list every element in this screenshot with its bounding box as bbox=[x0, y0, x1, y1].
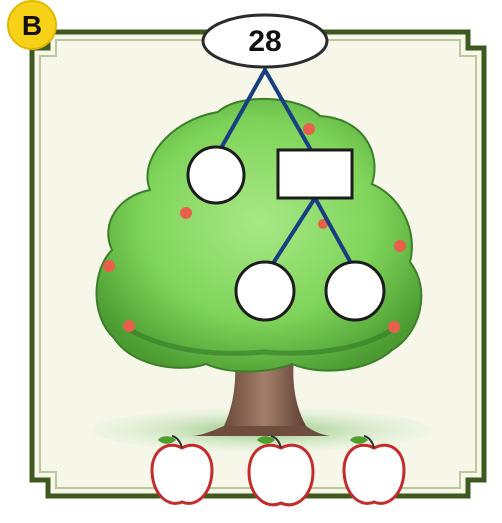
tree-fruits bbox=[103, 123, 406, 333]
apple-3-input[interactable] bbox=[352, 460, 400, 492]
bond-lines bbox=[218, 68, 354, 267]
apple-stem bbox=[171, 435, 183, 449]
section-badge-label: B bbox=[22, 10, 42, 41]
apple-1-input[interactable] bbox=[160, 460, 208, 492]
second-split-right-input[interactable] bbox=[331, 276, 383, 308]
leaf-icon bbox=[158, 436, 176, 444]
bond-line-box-left bbox=[270, 196, 317, 267]
leaf-icon bbox=[350, 436, 368, 444]
apple-2-input[interactable] bbox=[257, 462, 309, 494]
first-split-left-input[interactable] bbox=[193, 160, 243, 192]
root-number: 28 bbox=[248, 25, 281, 58]
first-split-right-input[interactable] bbox=[283, 159, 351, 191]
apple-stem bbox=[270, 435, 282, 449]
root-number-oval: 28 bbox=[201, 13, 329, 69]
section-badge: B bbox=[7, 0, 57, 50]
second-split-left-input[interactable] bbox=[241, 276, 293, 308]
bond-line-root-left bbox=[218, 68, 267, 152]
bond-line-box-right bbox=[313, 196, 354, 267]
bond-line-root-right bbox=[263, 68, 314, 154]
apple-stem bbox=[363, 435, 375, 449]
leaf-icon bbox=[257, 436, 275, 444]
